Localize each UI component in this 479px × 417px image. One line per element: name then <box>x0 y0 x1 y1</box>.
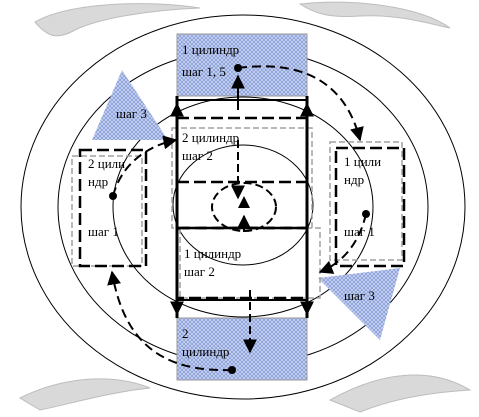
swoosh-bottom-right <box>328 374 472 413</box>
right-block-step-label: шаг 1 <box>344 224 375 239</box>
center-upper-label-2: шаг 2 <box>182 148 213 163</box>
pivot-dot-right <box>362 210 370 218</box>
bottom-block-label-1: 2 <box>182 326 189 341</box>
bottom-block-label-2: цилиндр <box>182 344 229 359</box>
left-block-label-1: 2 цили <box>88 156 125 171</box>
step3-wedge-bottom-right <box>318 268 400 340</box>
pivot-dot-top <box>234 64 242 72</box>
center-upper-label-1: 2 цилиндр <box>182 130 239 145</box>
top-block-label-1: 1 цилиндр <box>182 42 239 57</box>
pivot-dot-left <box>109 192 117 200</box>
outer-circle <box>20 14 466 400</box>
center-pivot-circle <box>211 182 277 232</box>
left-block-label-2: ндр <box>88 174 108 189</box>
center-lower-label-2: шаг 2 <box>184 264 215 279</box>
swoosh-top-right <box>298 1 451 29</box>
bottom-block <box>176 317 308 381</box>
rotation-arrow-left <box>112 135 178 197</box>
center-pivot-arrow-icon <box>238 196 250 208</box>
right-block <box>334 146 406 268</box>
center-lower-ghost <box>179 227 321 299</box>
rotation-arrow-top <box>237 65 364 142</box>
rotation-arrow-right <box>318 213 367 274</box>
step3-top-left-label: шаг 3 <box>116 106 147 121</box>
step3-bottom-right-label: шаг 3 <box>344 288 375 303</box>
left-block-ghost <box>71 155 143 267</box>
pivot-dot-bottom <box>228 366 236 374</box>
step3-wedge-top-left <box>92 70 168 140</box>
swoosh-bottom-left <box>18 378 151 411</box>
top-block-label-2: шаг 1, 5 <box>182 64 226 79</box>
rotation-arrow-bottom <box>107 270 233 372</box>
rotation-path-circle <box>112 96 374 318</box>
right-block-label-1: 1 цили <box>344 154 381 169</box>
right-block-ghost <box>329 141 403 261</box>
swoosh-top-left <box>34 3 201 37</box>
right-block-label-2: ндр <box>344 172 364 187</box>
center-lower-block <box>175 226 309 300</box>
left-block <box>78 148 148 268</box>
center-lower-label-1: 1 цилиндр <box>184 246 241 261</box>
left-block-step-label: шаг 1 <box>88 224 119 239</box>
